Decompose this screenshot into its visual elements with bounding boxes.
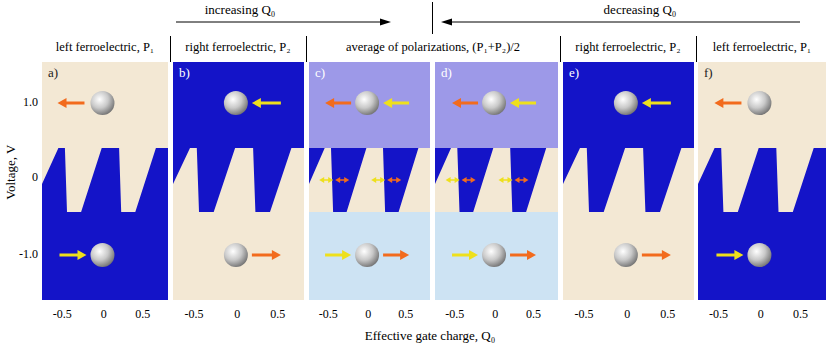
tick-label: -0.5 bbox=[319, 308, 338, 321]
phase-map-panel: d) bbox=[435, 62, 558, 300]
phase-map-panel: a) bbox=[42, 62, 168, 300]
panel-letter: f) bbox=[704, 66, 713, 80]
phase-map-panel: b) bbox=[173, 62, 304, 300]
phase-map-panel: c) bbox=[309, 62, 430, 300]
tick-label: -0.5 bbox=[709, 308, 728, 321]
phase-map bbox=[173, 62, 304, 300]
panel-heading: left ferroelectric, P₁ bbox=[56, 41, 154, 55]
tick-label: 0.5 bbox=[793, 308, 808, 321]
panel-heading: left ferroelectric, P₁ bbox=[713, 41, 811, 55]
tick-label: 0.5 bbox=[398, 308, 413, 321]
phase-map-panel: f) bbox=[698, 62, 826, 300]
sweep-label: increasing Q₀ bbox=[205, 3, 276, 17]
sweep-label: decreasing Q₀ bbox=[604, 3, 677, 17]
axis-title: Voltage, V bbox=[5, 144, 19, 199]
panel-letter: a) bbox=[48, 66, 58, 80]
panel-heading: average of polarizations, (P₁+P₂)/2 bbox=[346, 41, 520, 55]
tick-label: -1.0 bbox=[19, 248, 38, 261]
tick-label: 0 bbox=[758, 308, 764, 321]
panel-letter: b) bbox=[179, 66, 190, 80]
tick-label: 0 bbox=[492, 308, 498, 321]
tick-label: 1.0 bbox=[23, 96, 38, 109]
tick-label: 0 bbox=[32, 171, 38, 184]
increasing-arrow bbox=[176, 19, 391, 26]
phase-map bbox=[563, 62, 694, 300]
tick-label: 0 bbox=[624, 308, 630, 321]
panel-heading: right ferroelectric, P₂ bbox=[185, 41, 290, 55]
tick-label: -0.5 bbox=[574, 308, 593, 321]
panel-letter: e) bbox=[569, 66, 579, 80]
tick-label: 0.5 bbox=[660, 308, 675, 321]
axis-title: Effective gate charge, Q₀ bbox=[365, 329, 495, 343]
panel-letter: d) bbox=[441, 66, 452, 80]
tick-label: 0.5 bbox=[270, 308, 285, 321]
tick-label: 0 bbox=[234, 308, 240, 321]
decreasing-arrow bbox=[441, 19, 800, 26]
phase-map bbox=[42, 62, 168, 300]
tick-label: -0.5 bbox=[445, 308, 464, 321]
tick-label: -0.5 bbox=[53, 308, 72, 321]
phase-map bbox=[698, 62, 826, 300]
panel-letter: c) bbox=[315, 66, 325, 80]
tick-label: 0 bbox=[365, 308, 371, 321]
tick-label: -0.5 bbox=[184, 308, 203, 321]
panel-heading: right ferroelectric, P₂ bbox=[575, 41, 680, 55]
phase-map bbox=[309, 62, 430, 300]
panel-separators bbox=[171, 2, 697, 62]
phase-map bbox=[435, 62, 558, 300]
phase-map-panel: e) bbox=[563, 62, 694, 300]
tick-label: 0.5 bbox=[526, 308, 541, 321]
tick-label: 0 bbox=[101, 308, 107, 321]
tick-label: 0.5 bbox=[135, 308, 150, 321]
